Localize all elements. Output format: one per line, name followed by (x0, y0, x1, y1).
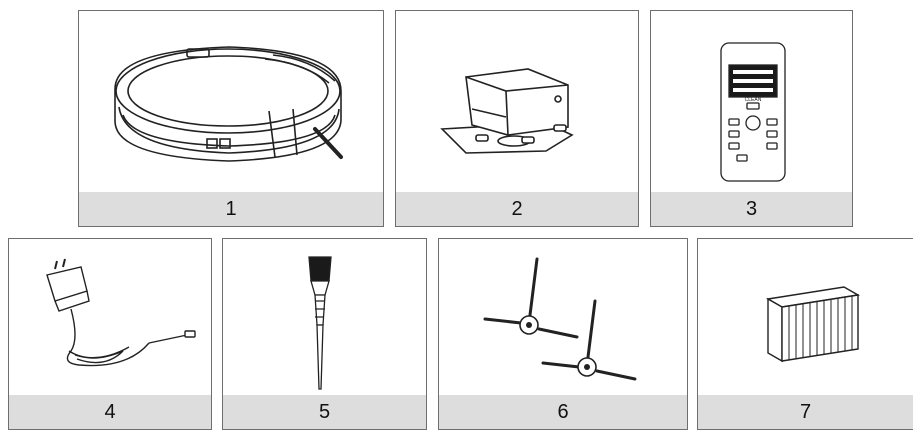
item-panel-6: 6 (438, 238, 688, 430)
item-number-5: 5 (223, 395, 426, 429)
item-number-2: 2 (396, 192, 638, 226)
remote-clean-label: CLEAN (745, 97, 762, 103)
charging-dock-icon (440, 68, 574, 154)
item-panel-3: CLEAN 3 (650, 10, 853, 227)
side-brushes-icon (483, 257, 637, 381)
remote-control-icon: CLEAN (720, 42, 786, 182)
filter-icon (765, 286, 861, 363)
item-panel-1: 1 (78, 10, 384, 227)
item-number-6: 6 (439, 395, 687, 429)
robot-vacuum-icon (114, 46, 343, 162)
item-panel-2: 2 (395, 10, 639, 227)
item-panel-4: 4 (8, 238, 212, 430)
item-panel-7: 7 (697, 238, 913, 430)
item-number-4: 4 (9, 395, 211, 429)
item-number-1: 1 (79, 192, 383, 226)
item-number-3: 3 (651, 192, 852, 226)
item-panel-5: 5 (222, 238, 427, 430)
item-number-7: 7 (698, 395, 913, 429)
cleaning-brush-icon (308, 256, 332, 390)
power-adapter-icon (46, 258, 196, 367)
